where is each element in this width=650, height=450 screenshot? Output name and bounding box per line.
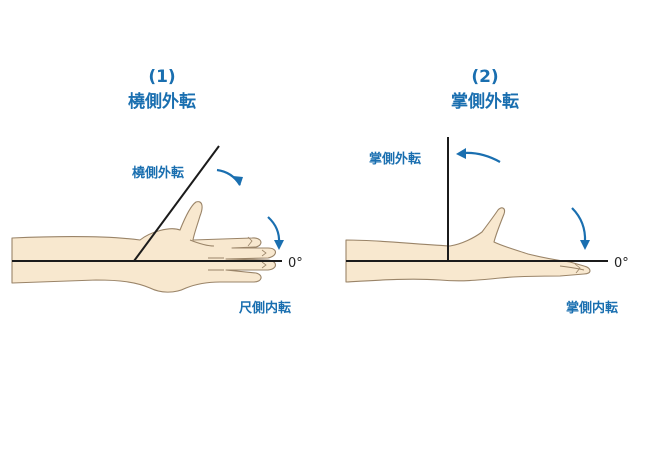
panel-1-number: (1) xyxy=(148,67,175,87)
zero-degree-label-2: 0° xyxy=(614,256,629,271)
arrow-adduction-1 xyxy=(267,216,284,250)
panel-1: (1) 橈側外転 橈側外転 0° 尺側内転 xyxy=(11,67,303,316)
label-palmar-adduction: 掌側内転 xyxy=(566,300,618,316)
panel-1-title: 橈側外転 xyxy=(128,91,196,112)
hand-illustration-2 xyxy=(345,207,591,283)
angle-line-1 xyxy=(133,145,220,262)
arrow-adduction-2 xyxy=(571,207,590,250)
label-radial-abduction: 橈側外転 xyxy=(132,165,184,181)
panel-2: (2) 掌側外転 掌側外転 0° 掌側内転 xyxy=(345,67,629,316)
arrow-abduction-1 xyxy=(216,168,243,186)
zero-degree-label-1: 0° xyxy=(288,256,303,271)
label-ulnar-adduction: 尺側内転 xyxy=(239,300,291,316)
panel-2-title: 掌側外転 xyxy=(451,91,519,112)
label-palmar-abduction: 掌側外転 xyxy=(369,151,421,167)
panel-2-number: (2) xyxy=(471,67,498,87)
arrow-abduction-2 xyxy=(456,148,501,163)
